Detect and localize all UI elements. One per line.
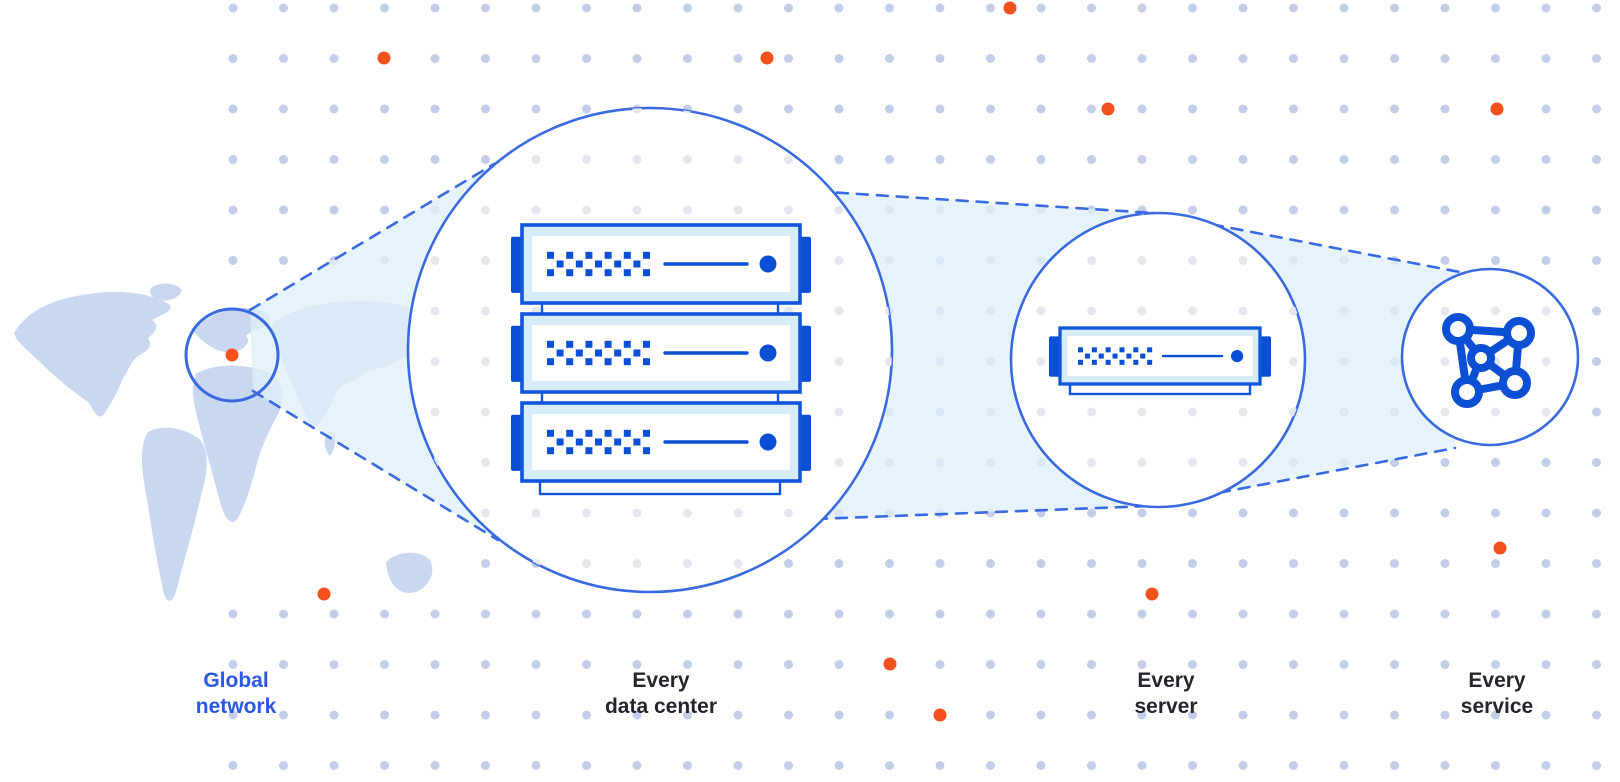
server-faceplate [1067, 335, 1253, 377]
caption-line-1: Every [1137, 669, 1195, 692]
network-graph-icon [1442, 313, 1535, 408]
server-faceplate [532, 414, 790, 470]
caption-every-server: Every server [1134, 668, 1197, 720]
orange-dot [760, 51, 774, 65]
server-single [1049, 326, 1271, 396]
continent-australia [386, 552, 433, 593]
server-faceplate [532, 236, 790, 292]
vent-dot-matrix-icon [547, 429, 650, 455]
dashed-line-bottom-left [251, 389, 500, 542]
globe-circle [184, 307, 280, 403]
dashed-line-top-mid [795, 188, 1155, 215]
vent-dot-matrix-icon [547, 340, 650, 366]
caption-global-network: Global network [196, 668, 277, 720]
caption-every-service: Every service [1461, 668, 1533, 720]
orange-dots [225, 1, 1507, 722]
server-unit [1049, 326, 1271, 386]
continent-greenland [150, 283, 182, 301]
dashed-line-bottom-mid [814, 504, 1152, 521]
server-led-dot [1231, 349, 1244, 363]
dashed-line-top-left [248, 162, 496, 312]
network-node [1499, 367, 1531, 399]
vent-dot-matrix-icon [1078, 347, 1153, 365]
server-faceplate [532, 325, 790, 381]
orange-dot [1003, 1, 1017, 15]
orange-dot [317, 587, 331, 601]
network-node [1442, 313, 1474, 345]
orange-dot [377, 51, 391, 65]
server-unit [511, 312, 811, 394]
server-led-dot [759, 433, 777, 451]
dashed-tangent-lines [248, 162, 1472, 542]
server-led-dot [759, 344, 777, 362]
continent-south-america [141, 427, 207, 601]
server-unit [511, 401, 811, 483]
caption-line-2: server [1134, 695, 1198, 718]
caption-line-1: Every [632, 669, 690, 692]
server-led-dot [759, 255, 777, 273]
caption-line-2: service [1460, 695, 1534, 718]
caption-line-1: Every [1468, 669, 1526, 692]
server-unit [511, 223, 811, 305]
continent-africa [193, 365, 283, 523]
vent-dot-matrix-icon [547, 251, 650, 277]
caption-line-2: network [195, 695, 277, 718]
caption-every-data-center: Every data center [605, 668, 717, 720]
orange-dot [933, 708, 947, 722]
orange-dot [1493, 541, 1507, 555]
network-node [1503, 317, 1535, 349]
orange-dot [225, 348, 239, 362]
caption-line-1: Global [203, 669, 269, 692]
network-node [1451, 376, 1483, 408]
orange-dot [1145, 587, 1159, 601]
orange-dot [1101, 102, 1115, 116]
server-rack [511, 223, 811, 496]
orange-dot [883, 657, 897, 671]
caption-line-2: data center [604, 695, 718, 718]
dashed-line-top-right [1151, 211, 1472, 276]
orange-dot [1490, 102, 1504, 116]
network-node-center [1467, 344, 1495, 372]
continent-north-america [14, 291, 171, 417]
